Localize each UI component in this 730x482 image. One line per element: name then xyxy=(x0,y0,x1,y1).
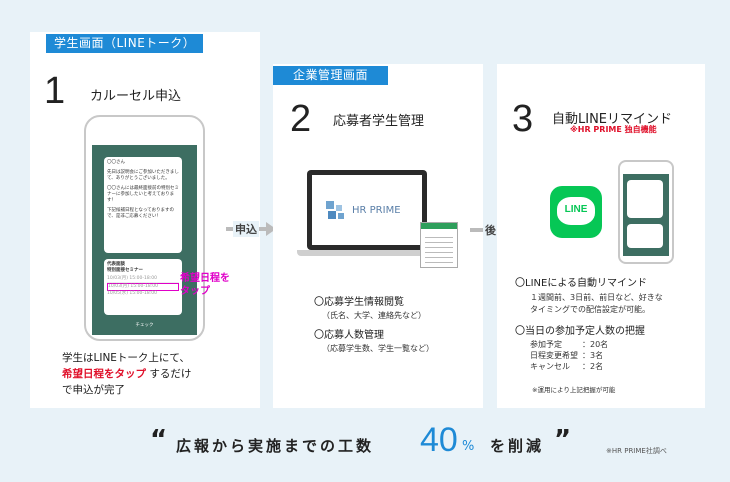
callout-line-2: タップ xyxy=(180,286,210,297)
card-date-option[interactable]: 10/03(月) 15:00-18:00 xyxy=(107,276,179,283)
tagline-text-after: を削減 xyxy=(490,437,545,455)
laptop: HR PRIME xyxy=(307,170,427,250)
reduction-number: 40 xyxy=(420,421,458,459)
laptop-base xyxy=(297,250,437,256)
bullet-auto-remind: 〇LINEによる自動リマインド xyxy=(515,278,648,289)
quote-open: “ xyxy=(150,425,168,455)
bullet-auto-remind-sub-2: タイミングでの配信設定が可能。 xyxy=(530,305,650,314)
line-logo-bubble xyxy=(557,197,595,225)
step-3-number: 3 xyxy=(512,98,534,140)
carousel-card[interactable]: 代表面談 特別面接セミナー 10/03(月) 15:00-18:00 10/03… xyxy=(104,259,182,315)
attendance-footnote: ※運用により上記把握が可能 xyxy=(532,386,616,394)
message-line: 〇〇さんには最終面接前の特別セミナーに参加したいと考えております！ xyxy=(107,186,179,203)
tagline-text-before: 広報から実施までの工数 xyxy=(176,437,375,455)
count-value: ：3名 xyxy=(582,351,604,360)
desc-line-3: で申込が完了 xyxy=(62,384,125,396)
bullet-student-info: 〇応募学生情報閲覧 xyxy=(314,297,404,308)
count-value: ：20名 xyxy=(582,340,609,349)
laptop-screen: HR PRIME xyxy=(312,175,422,245)
message-greeting: 〇〇さん xyxy=(107,160,125,165)
source-note: ※HR PRIME社調べ xyxy=(606,447,667,455)
card-subtitle: 特別面接セミナー xyxy=(107,268,143,273)
count-row: キャンセル ：2名 xyxy=(530,361,608,372)
line-logo-text: LINE xyxy=(564,204,588,215)
spreadsheet-icon xyxy=(420,222,458,268)
message-line: 下記候補日程となっておりますので、是非ご応募ください！ xyxy=(107,208,175,219)
laptop-brand-text: HR PRIME xyxy=(352,205,401,216)
arrow-1-head xyxy=(266,222,276,236)
bullet-auto-remind-sub-1: １週間前、3日前、前日など、好きな xyxy=(530,293,663,302)
hr-prime-logo-icon xyxy=(326,201,346,221)
step-1-title: カルーセル申込 xyxy=(90,89,182,104)
message-line: 先日は説明会にご参加いただきまして、ありがとうございました。 xyxy=(107,170,179,181)
card-date-option-selected[interactable]: 10/03(月) 15:00-18:00 xyxy=(107,283,179,291)
exclusive-feature-note: ※HR PRIME 独自機能 xyxy=(570,125,657,134)
desc-highlight: 希望日程をタップ xyxy=(62,368,146,380)
student-screen-tag: 学生画面（LINEトーク） xyxy=(46,34,204,53)
line-chat-screen: 〇〇さん 先日は説明会にご参加いただきまして、ありがとうございました。 〇〇さん… xyxy=(92,145,197,335)
count-label: 参加予定 xyxy=(530,340,562,349)
count-label: キャンセル xyxy=(530,362,570,371)
card-title: 代表面談 xyxy=(107,262,125,267)
quote-close: ” xyxy=(554,425,572,455)
bullet-applicant-count: 〇応募人数管理 xyxy=(314,330,384,341)
company-screen-tag: 企業管理画面 xyxy=(273,66,389,85)
desc-line-2: 希望日程をタップ するだけ xyxy=(62,366,252,382)
count-label: 日程変更希望 xyxy=(530,351,578,360)
count-row: 日程変更希望 ：3名 xyxy=(530,350,608,361)
attendance-counts: 参加予定 ：20名 日程変更希望 ：3名 キャンセル ：2名 xyxy=(530,339,608,372)
reminder-bubble xyxy=(627,224,663,248)
desc-line-1: 学生はLINEトーク上にて、 xyxy=(62,352,190,364)
step-3-title: 自動LINEリマインド xyxy=(552,112,673,127)
card-date-option[interactable]: 10/05(水) 15:00-18:00 xyxy=(107,291,157,296)
message-bubble: 〇〇さん 先日は説明会にご参加いただきまして、ありがとうございました。 〇〇さん… xyxy=(104,157,182,253)
step-1-number: 1 xyxy=(44,70,66,112)
tap-callout: 希望日程を タップ xyxy=(180,272,230,298)
bullet-student-info-sub: （氏名、大学、連絡先など） xyxy=(322,311,426,320)
reminder-phone xyxy=(618,160,674,264)
student-description: 学生はLINEトーク上にて、 希望日程をタップ するだけ で申込が完了 xyxy=(62,350,252,398)
callout-line-1: 希望日程を xyxy=(180,273,230,284)
reminder-bubble xyxy=(627,180,663,218)
bullet-applicant-count-sub: （応募学生数、学生一覧など） xyxy=(322,344,434,353)
step-2-number: 2 xyxy=(290,98,312,140)
desc-line-2-rest: するだけ xyxy=(149,368,192,380)
line-logo-icon: LINE xyxy=(550,186,602,238)
bullet-attendance: 〇当日の参加予定人数の把握 xyxy=(515,326,645,337)
student-phone: 〇〇さん 先日は説明会にご参加いただきまして、ありがとうございました。 〇〇さん… xyxy=(84,115,205,341)
reduction-unit: % xyxy=(462,439,475,454)
count-value: ：2名 xyxy=(582,362,604,371)
step-2-title: 応募者学生管理 xyxy=(333,114,425,129)
arrow-1-label: 申込 xyxy=(233,221,259,237)
reminder-phone-screen xyxy=(623,174,669,256)
count-row: 参加予定 ：20名 xyxy=(530,339,608,350)
tagline: “ 広報から実施までの工数 40 % を削減 ” xyxy=(150,421,610,465)
check-button[interactable]: チェック xyxy=(135,323,154,328)
